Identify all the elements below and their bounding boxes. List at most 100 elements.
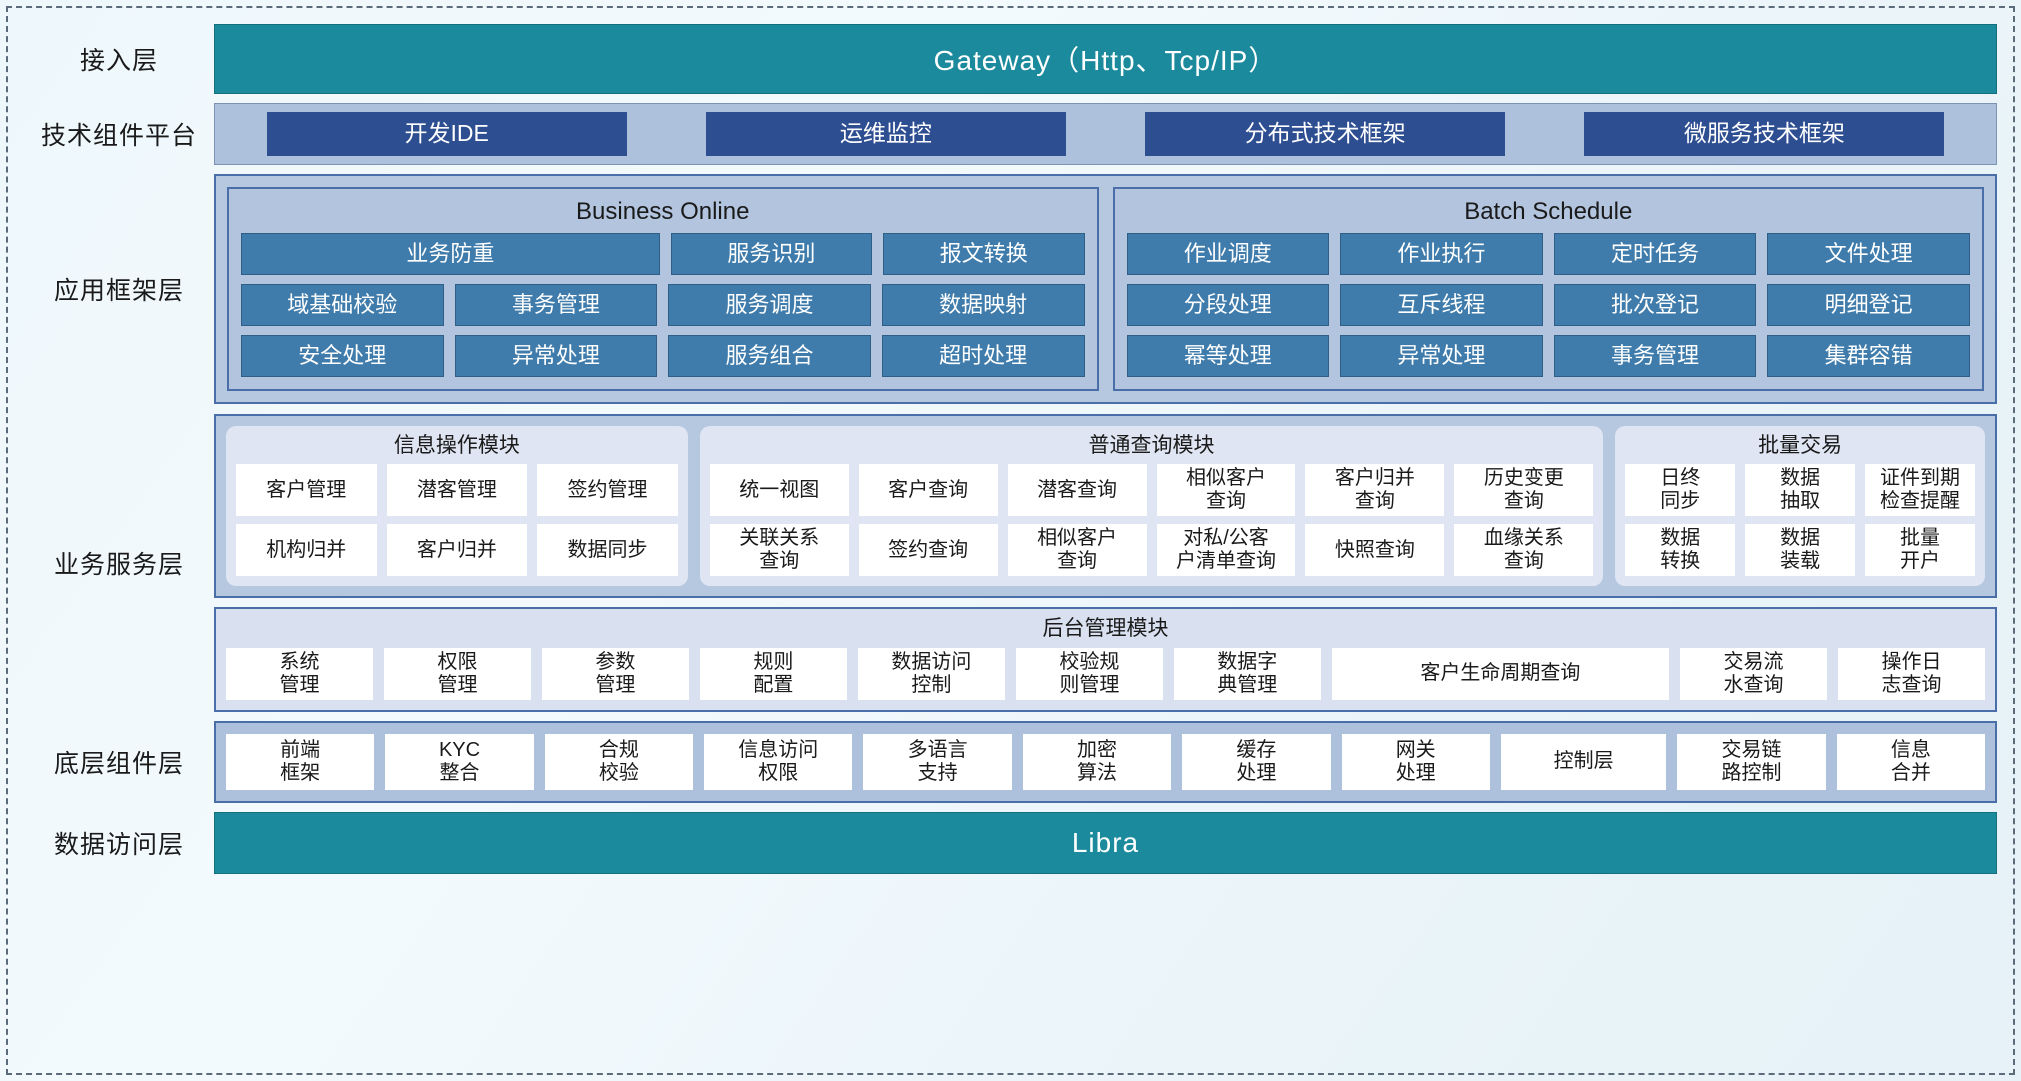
business-module-title-2: 批量交易	[1758, 434, 1843, 458]
base-component-item[interactable]: 网关 处理	[1341, 733, 1490, 790]
business-module-item[interactable]: 数据同步	[537, 524, 678, 577]
layer-row-access: 接入层 Gateway（Http、Tcp/IP）	[24, 24, 1997, 94]
base-component-item[interactable]: 信息访问 权限	[704, 733, 853, 790]
layer-body-business-service: 信息操作模块客户管理潜客管理签约管理机构归并客户归并数据同步普通查询模块统一视图…	[214, 414, 1997, 712]
base-component-item[interactable]: 缓存 处理	[1182, 733, 1331, 790]
app-framework-cell[interactable]: 定时任务	[1553, 233, 1757, 276]
app-framework-cell[interactable]: 批次登记	[1553, 284, 1757, 327]
admin-module-item[interactable]: 数据字 典管理	[1173, 647, 1321, 700]
app-framework-cell[interactable]: 作业执行	[1340, 233, 1543, 276]
admin-module-item[interactable]: 数据访问 控制	[857, 647, 1005, 700]
business-module-item[interactable]: 签约管理	[537, 464, 678, 517]
app-framework-cell[interactable]: 事务管理	[454, 284, 658, 327]
business-module-item[interactable]: 对私/公客 户清单查询	[1156, 524, 1296, 577]
layer-label-tech-platform: 技术组件平台	[40, 122, 197, 150]
business-module-item[interactable]: 日终 同步	[1625, 464, 1736, 517]
app-framework-cell[interactable]: 服务组合	[668, 335, 871, 378]
admin-module-item[interactable]: 系统 管理	[226, 647, 373, 700]
business-service-wrapper: 信息操作模块客户管理潜客管理签约管理机构归并客户归并数据同步普通查询模块统一视图…	[214, 414, 1997, 712]
business-module-item[interactable]: 数据 装载	[1745, 524, 1856, 577]
business-module-item[interactable]: 数据 转换	[1625, 524, 1736, 577]
business-module-title-0: 信息操作模块	[393, 434, 520, 458]
business-module-item[interactable]: 机构归并	[236, 524, 377, 577]
base-component-item[interactable]: 多语言 支持	[863, 733, 1012, 790]
app-framework-cell[interactable]: 互斥线程	[1340, 284, 1543, 327]
tech-chip-0[interactable]: 开发IDE	[266, 112, 627, 156]
app-framework-cell[interactable]: 服务调度	[668, 284, 871, 327]
business-module-line: 客户管理潜客管理签约管理	[236, 464, 678, 517]
gateway-bar[interactable]: Gateway（Http、Tcp/IP）	[214, 24, 1997, 94]
tech-chip-1[interactable]: 运维监控	[705, 112, 1066, 156]
base-component-item[interactable]: KYC 整合	[385, 733, 534, 790]
app-framework-grid-1: 作业调度作业执行定时任务文件处理分段处理互斥线程批次登记明细登记幂等处理异常处理…	[1126, 233, 1970, 378]
business-module-item[interactable]: 客户归并	[386, 524, 528, 577]
business-module-card-0: 信息操作模块客户管理潜客管理签约管理机构归并客户归并数据同步	[226, 426, 688, 587]
tech-chip-3[interactable]: 微服务技术框架	[1584, 112, 1945, 156]
base-component-item[interactable]: 前端 框架	[226, 733, 375, 790]
app-framework-cell[interactable]: 集群容错	[1767, 335, 1970, 378]
business-module-item[interactable]: 客户管理	[236, 464, 377, 517]
base-component-item[interactable]: 合规 校验	[544, 733, 694, 790]
tech-chip-band: 开发IDE 运维监控 分布式技术框架 微服务技术框架	[214, 103, 1997, 165]
admin-module-item[interactable]: 权限 管理	[383, 647, 531, 700]
tech-chip-2[interactable]: 分布式技术框架	[1145, 112, 1506, 156]
business-module-item[interactable]: 统一视图	[709, 464, 849, 517]
layer-body-data-access: Libra	[214, 811, 1997, 874]
admin-module-item[interactable]: 操作日 志查询	[1838, 647, 1985, 700]
base-component-item[interactable]: 加密 算法	[1022, 733, 1172, 790]
app-framework-cell[interactable]: 异常处理	[454, 335, 658, 378]
app-framework-cell[interactable]: 业务防重	[241, 233, 660, 276]
app-framework-cell[interactable]: 安全处理	[241, 335, 444, 378]
app-framework-cell[interactable]: 事务管理	[1553, 335, 1757, 378]
app-framework-grid-line: 业务防重服务识别报文转换	[241, 233, 1085, 276]
business-module-line: 机构归并客户归并数据同步	[236, 524, 678, 577]
app-framework-grid-line: 作业调度作业执行定时任务文件处理	[1126, 233, 1970, 276]
business-module-item[interactable]: 血缘关系 查询	[1454, 524, 1594, 577]
admin-module-item[interactable]: 参数 管理	[541, 647, 689, 700]
app-framework-cell[interactable]: 数据映射	[881, 284, 1085, 327]
business-module-item[interactable]: 相似客户 查询	[1007, 524, 1147, 577]
app-framework-cell[interactable]: 分段处理	[1126, 284, 1330, 327]
business-module-item[interactable]: 客户查询	[858, 464, 998, 517]
business-module-item[interactable]: 潜客查询	[1007, 464, 1147, 517]
app-framework-subpanel-title-0: Business Online	[576, 198, 750, 225]
business-module-grid-1: 统一视图客户查询潜客查询相似客户 查询客户归并 查询历史变更 查询关联关系 查询…	[709, 464, 1594, 577]
app-framework-grid-0: 业务防重服务识别报文转换域基础校验事务管理服务调度数据映射安全处理异常处理服务组…	[241, 233, 1085, 378]
business-module-line: 数据 转换数据 装载批量 开户	[1625, 524, 1975, 577]
base-component-item[interactable]: 交易链 路控制	[1677, 733, 1826, 790]
business-module-item[interactable]: 快照查询	[1305, 524, 1445, 577]
admin-module-band: 后台管理模块 系统 管理权限 管理参数 管理规则 配置数据访问 控制校验规 则管…	[214, 607, 1997, 712]
business-module-item[interactable]: 关联关系 查询	[709, 524, 849, 577]
business-module-item[interactable]: 潜客管理	[386, 464, 528, 517]
app-framework-grid-line: 域基础校验事务管理服务调度数据映射	[241, 284, 1085, 327]
business-module-item[interactable]: 相似客户 查询	[1156, 464, 1296, 517]
business-module-title-1: 普通查询模块	[1088, 434, 1215, 458]
app-framework-cell[interactable]: 作业调度	[1126, 233, 1330, 276]
base-component-item[interactable]: 信息 合并	[1836, 733, 1986, 790]
layer-label-base-component: 底层组件层	[53, 749, 184, 778]
business-module-item[interactable]: 数据 抽取	[1745, 464, 1856, 517]
admin-module-item[interactable]: 规则 配置	[699, 647, 847, 700]
business-module-item[interactable]: 证件到期 检查提醒	[1865, 464, 1975, 517]
app-framework-cell[interactable]: 明细登记	[1767, 284, 1970, 327]
business-module-item[interactable]: 客户归并 查询	[1305, 464, 1445, 517]
business-module-line: 统一视图客户查询潜客查询相似客户 查询客户归并 查询历史变更 查询	[709, 464, 1594, 517]
libra-bar[interactable]: Libra	[214, 811, 1997, 874]
app-framework-cell[interactable]: 服务识别	[670, 233, 873, 276]
business-module-item[interactable]: 批量 开户	[1865, 524, 1975, 577]
admin-module-item[interactable]: 交易流 水查询	[1680, 647, 1828, 700]
admin-module-item[interactable]: 校验规 则管理	[1015, 647, 1163, 700]
business-module-item[interactable]: 签约查询	[858, 524, 998, 577]
app-framework-cell[interactable]: 域基础校验	[241, 284, 444, 327]
admin-module-items: 系统 管理权限 管理参数 管理规则 配置数据访问 控制校验规 则管理数据字 典管…	[226, 647, 1985, 700]
app-framework-cell[interactable]: 超时处理	[881, 335, 1085, 378]
admin-module-item[interactable]: 客户生命周期查询	[1331, 647, 1670, 700]
app-framework-cell[interactable]: 报文转换	[883, 233, 1085, 276]
app-framework-cell[interactable]: 文件处理	[1767, 233, 1970, 276]
business-module-line: 日终 同步数据 抽取证件到期 检查提醒	[1625, 464, 1975, 517]
app-framework-cell[interactable]: 异常处理	[1340, 335, 1543, 378]
app-framework-cell[interactable]: 幂等处理	[1126, 335, 1330, 378]
business-module-item[interactable]: 历史变更 查询	[1454, 464, 1594, 517]
base-component-item[interactable]: 控制层	[1500, 733, 1667, 790]
